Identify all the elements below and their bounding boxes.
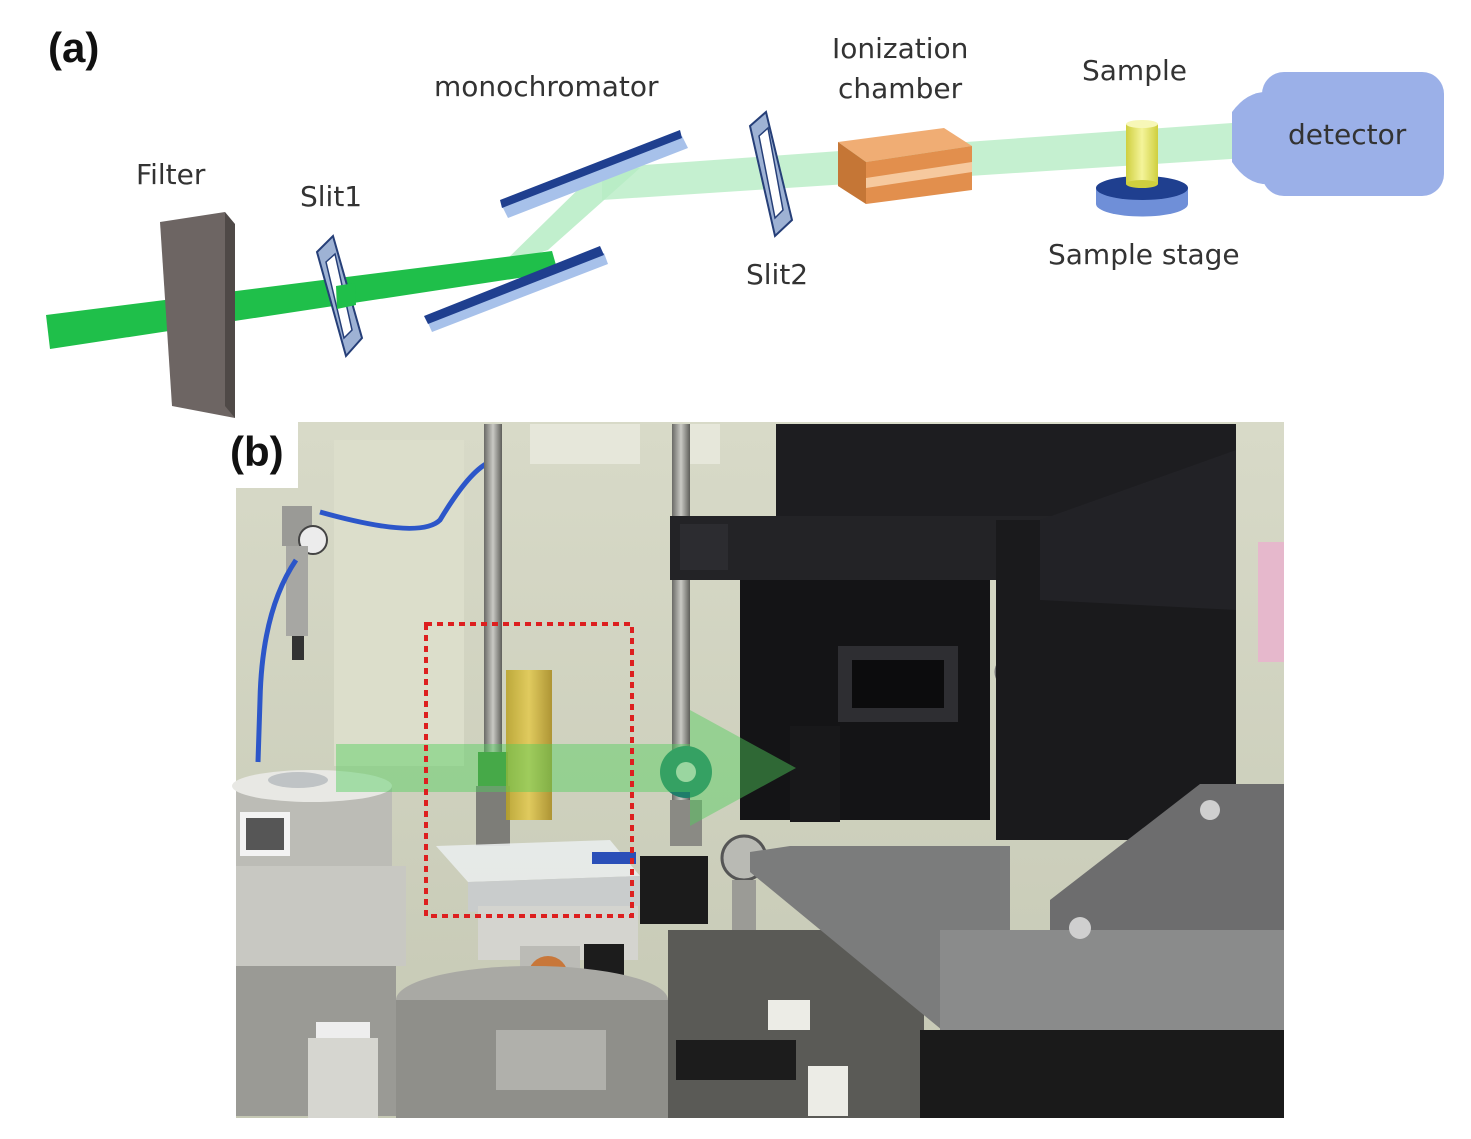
- sample-stage-disc: [1096, 176, 1188, 217]
- detector-body: [1232, 72, 1444, 196]
- panel-b: (b): [218, 418, 1284, 1118]
- ionization-chamber-box: [838, 128, 972, 204]
- pipe-vertical: [484, 424, 502, 754]
- air-hose: [255, 558, 299, 763]
- slit2-frame: [748, 110, 794, 238]
- monochromator-crystal-upper: [500, 130, 688, 218]
- wall-bracket: [690, 424, 720, 464]
- panel-b-label: (b): [230, 428, 284, 475]
- label-monochromator: monochromator: [434, 70, 659, 103]
- tag-label: [768, 1000, 810, 1030]
- label-detector: detector: [1288, 118, 1407, 151]
- plate-w-label: [308, 1022, 378, 1118]
- filter-plate: [160, 212, 235, 418]
- label-sample: Sample: [1082, 54, 1187, 87]
- valve-handwheel: [660, 746, 712, 846]
- label-chamber: chamber: [838, 72, 963, 105]
- detector-housing: [670, 424, 1236, 840]
- support-bracket: [750, 784, 1284, 1118]
- sample-film-yellow: [506, 670, 552, 820]
- panel-a: (a): [46, 24, 1444, 418]
- sample-holder-plate: [436, 840, 640, 912]
- panel-b-label-bg: [218, 418, 298, 488]
- panel-a-label: (a): [48, 24, 99, 71]
- wall-bracket: [530, 424, 640, 464]
- label-slit2: Slit2: [746, 258, 808, 291]
- cable-bundle: [676, 1040, 796, 1080]
- monochromator-crystal-lower: [424, 246, 608, 332]
- label-filter: Filter: [136, 158, 206, 191]
- label-ionization: Ionization: [832, 32, 968, 65]
- rotation-base: [396, 966, 668, 1118]
- pipe-fitting: [476, 786, 510, 846]
- air-hose: [319, 459, 492, 531]
- beam-through-slit1: [336, 283, 356, 309]
- pipe-fitting: [478, 752, 508, 786]
- wall-panel-left: [334, 440, 464, 766]
- blue-handle: [592, 852, 636, 864]
- beam-arrow-overlay: [336, 710, 796, 826]
- wall-sticker: [1258, 542, 1284, 662]
- label-sample-stage: Sample stage: [1048, 238, 1240, 271]
- sample-cylinder: [1126, 120, 1158, 188]
- roi-dashed-box: [424, 622, 634, 918]
- tag-label: [808, 1066, 848, 1116]
- label-slit1: Slit1: [300, 180, 362, 213]
